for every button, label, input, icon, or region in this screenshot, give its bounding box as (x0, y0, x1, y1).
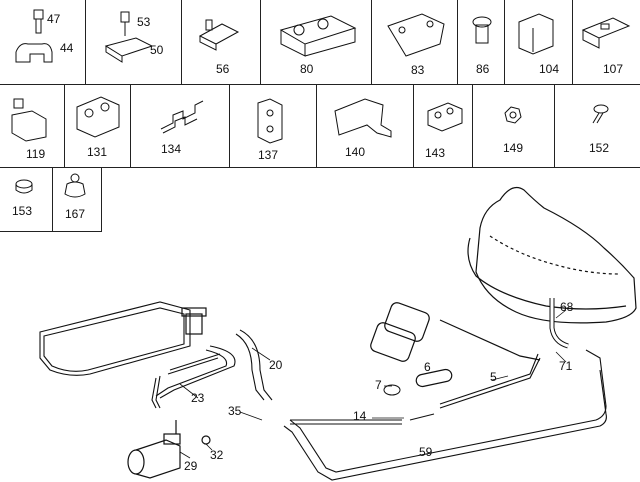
part-cell-137: 137 (230, 85, 317, 168)
clip-167-icon (64, 173, 86, 198)
part-cell-149: 149 (473, 85, 555, 168)
bracket-140-icon (334, 98, 392, 138)
grommet-86-icon (472, 16, 492, 44)
clamp-block-131-icon (76, 96, 120, 138)
grommet-143-icon (427, 102, 463, 132)
part-cell-53-50: 53 50 (86, 0, 182, 85)
part-number-131: 131 (87, 145, 108, 159)
clip-134-icon (160, 100, 204, 134)
part-number-86: 86 (476, 62, 490, 76)
part-cell-104: 104 (505, 0, 573, 85)
nut-149-icon (504, 106, 522, 124)
clip-107-icon (581, 17, 631, 49)
grommet-137-icon (257, 98, 283, 144)
part-cell-134: 134 (131, 85, 230, 168)
part-number-50: 50 (150, 43, 164, 57)
clip-56-icon (198, 19, 240, 51)
part-number-83: 83 (411, 63, 425, 77)
part-number-104: 104 (539, 62, 560, 76)
bracket-83-icon (387, 13, 445, 57)
part-number-80: 80 (300, 62, 314, 76)
part-cell-143: 143 (414, 85, 473, 168)
callout-29: 29 (184, 459, 198, 473)
part-number-143: 143 (425, 146, 446, 160)
part-cell-80: 80 (261, 0, 372, 85)
part-cell-140: 140 (317, 85, 414, 168)
callout-14: 14 (353, 409, 367, 423)
bolt-clip-icon (15, 9, 53, 63)
clamp-block-80-icon (279, 15, 357, 57)
screw-152-icon (592, 104, 609, 124)
callout-68: 68 (560, 300, 574, 314)
part-cell-153: 153 (0, 168, 53, 232)
fuel-tank (467, 187, 637, 324)
part-number-153: 153 (12, 204, 33, 218)
part-cell-167: 167 (53, 168, 102, 232)
part-number-44: 44 (60, 41, 74, 55)
part-cell-56: 56 (182, 0, 261, 85)
callout-23: 23 (191, 391, 205, 405)
part-cell-86: 86 (458, 0, 505, 85)
part-cell-131: 131 (65, 85, 131, 168)
callout-59: 59 (419, 445, 433, 459)
part-cell-119: 119 (0, 85, 65, 168)
screw-plate-icon (104, 11, 154, 63)
callout-35: 35 (228, 404, 242, 418)
callout-71: 71 (559, 359, 573, 373)
part-cell-83: 83 (372, 0, 458, 85)
part-number-53: 53 (137, 15, 151, 29)
cap-153-icon (15, 179, 33, 194)
part-number-47: 47 (47, 12, 61, 26)
callout-7: 7 (375, 378, 382, 392)
callout-5: 5 (490, 370, 497, 384)
part-number-149: 149 (503, 141, 524, 155)
callout-32: 32 (210, 448, 224, 462)
part-number-167: 167 (65, 207, 86, 221)
callout-6: 6 (424, 360, 431, 374)
part-number-107: 107 (603, 62, 624, 76)
part-cell-152: 152 (555, 85, 640, 168)
part-number-152: 152 (589, 141, 610, 155)
part-number-140: 140 (345, 145, 366, 159)
callout-20: 20 (269, 358, 283, 372)
part-number-56: 56 (216, 62, 230, 76)
part-cell-47-44: 47 44 (0, 0, 86, 85)
part-number-119: 119 (26, 147, 46, 161)
part-cell-107: 107 (573, 0, 640, 85)
part-number-137: 137 (258, 148, 279, 162)
part-number-134: 134 (161, 142, 182, 156)
clip-104-icon (518, 13, 554, 55)
clip-119-icon (11, 98, 47, 142)
